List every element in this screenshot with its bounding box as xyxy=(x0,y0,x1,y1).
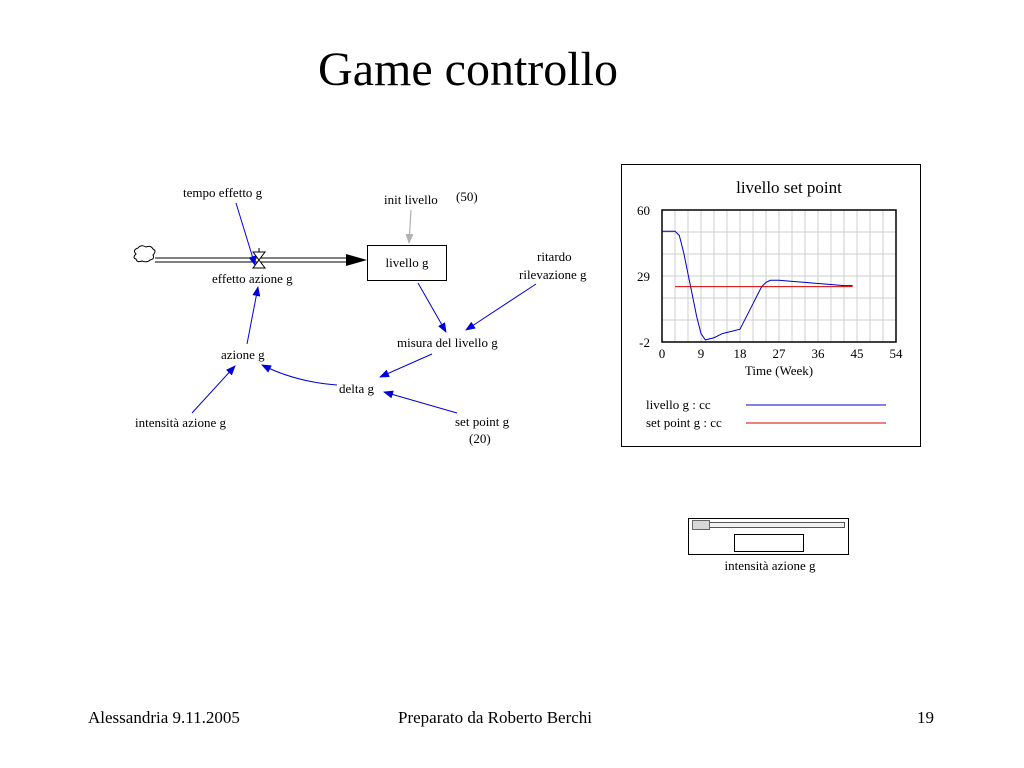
x-tick-label: 0 xyxy=(659,346,666,361)
stock-livello-g[interactable]: livello g xyxy=(367,245,447,281)
cloud-source-icon xyxy=(133,245,156,263)
arrow-stock-to-misura xyxy=(417,282,447,333)
arrow-init-to-stock xyxy=(405,209,414,244)
stock-label: livello g xyxy=(385,255,429,270)
arrow-delta-to-azione xyxy=(261,364,338,386)
arrow-ritardo-to-misura xyxy=(465,283,537,331)
footer-page-number: 19 xyxy=(917,708,934,727)
x-tick-label: 18 xyxy=(734,346,747,361)
x-tick-label: 54 xyxy=(890,346,904,361)
y-tick-label: 60 xyxy=(637,203,650,218)
label-effetto-azione: effetto azione g xyxy=(212,271,293,286)
label-tempo-effetto: tempo effetto g xyxy=(183,185,263,200)
label-delta: delta g xyxy=(339,381,375,396)
legend-label-2: set point g : cc xyxy=(646,415,722,430)
label-init-value: (50) xyxy=(456,189,478,204)
slider-caption: intensità azione g xyxy=(724,558,816,573)
y-tick-label: -2 xyxy=(639,335,650,350)
label-intensita: intensità azione g xyxy=(135,415,226,430)
footer-left: Alessandria 9.11.2005 xyxy=(88,708,240,727)
arrow-setpoint-to-delta xyxy=(383,390,458,414)
chart-svg: livello set point 0 9 18 27 36 45 54 60 29 -2Time … xyxy=(637,178,904,430)
label-init-livello: init livello xyxy=(384,192,438,207)
label-misura: misura del livello g xyxy=(397,335,498,350)
arrow-intensita-to-azione xyxy=(191,365,236,414)
slider-track[interactable] xyxy=(692,520,845,530)
flow-arrowhead-icon xyxy=(346,254,367,266)
slider-panel xyxy=(688,518,849,555)
x-tick-label: 9 xyxy=(698,346,705,361)
plot-frame xyxy=(661,209,897,343)
label-azione: azione g xyxy=(221,347,265,362)
label-ritardo-line1: ritardo xyxy=(537,249,572,264)
slider-value-field[interactable] xyxy=(734,534,804,552)
arrow-tempo-to-valve xyxy=(235,202,257,266)
label-set-point: set point g xyxy=(455,414,510,429)
x-axis-label: Time (Week) xyxy=(745,363,813,378)
footer-center: Preparato da Roberto Berchi xyxy=(398,708,593,727)
arrow-azione-to-valve xyxy=(246,286,261,345)
slide-title: Game controllo xyxy=(318,43,618,96)
x-tick-label: 27 xyxy=(773,346,787,361)
legend-label-1: livello g : cc xyxy=(646,397,711,412)
x-tick-label: 45 xyxy=(851,346,864,361)
label-set-point-value: (20) xyxy=(469,431,491,446)
slider-thumb[interactable] xyxy=(692,520,710,530)
y-tick-label: 29 xyxy=(637,269,650,284)
series-line-1 xyxy=(662,230,853,341)
arrow-misura-to-delta xyxy=(379,353,433,378)
x-tick-label: 36 xyxy=(812,346,826,361)
label-ritardo-line2: rilevazione g xyxy=(519,267,587,282)
chart-title: livello set point xyxy=(736,178,842,197)
